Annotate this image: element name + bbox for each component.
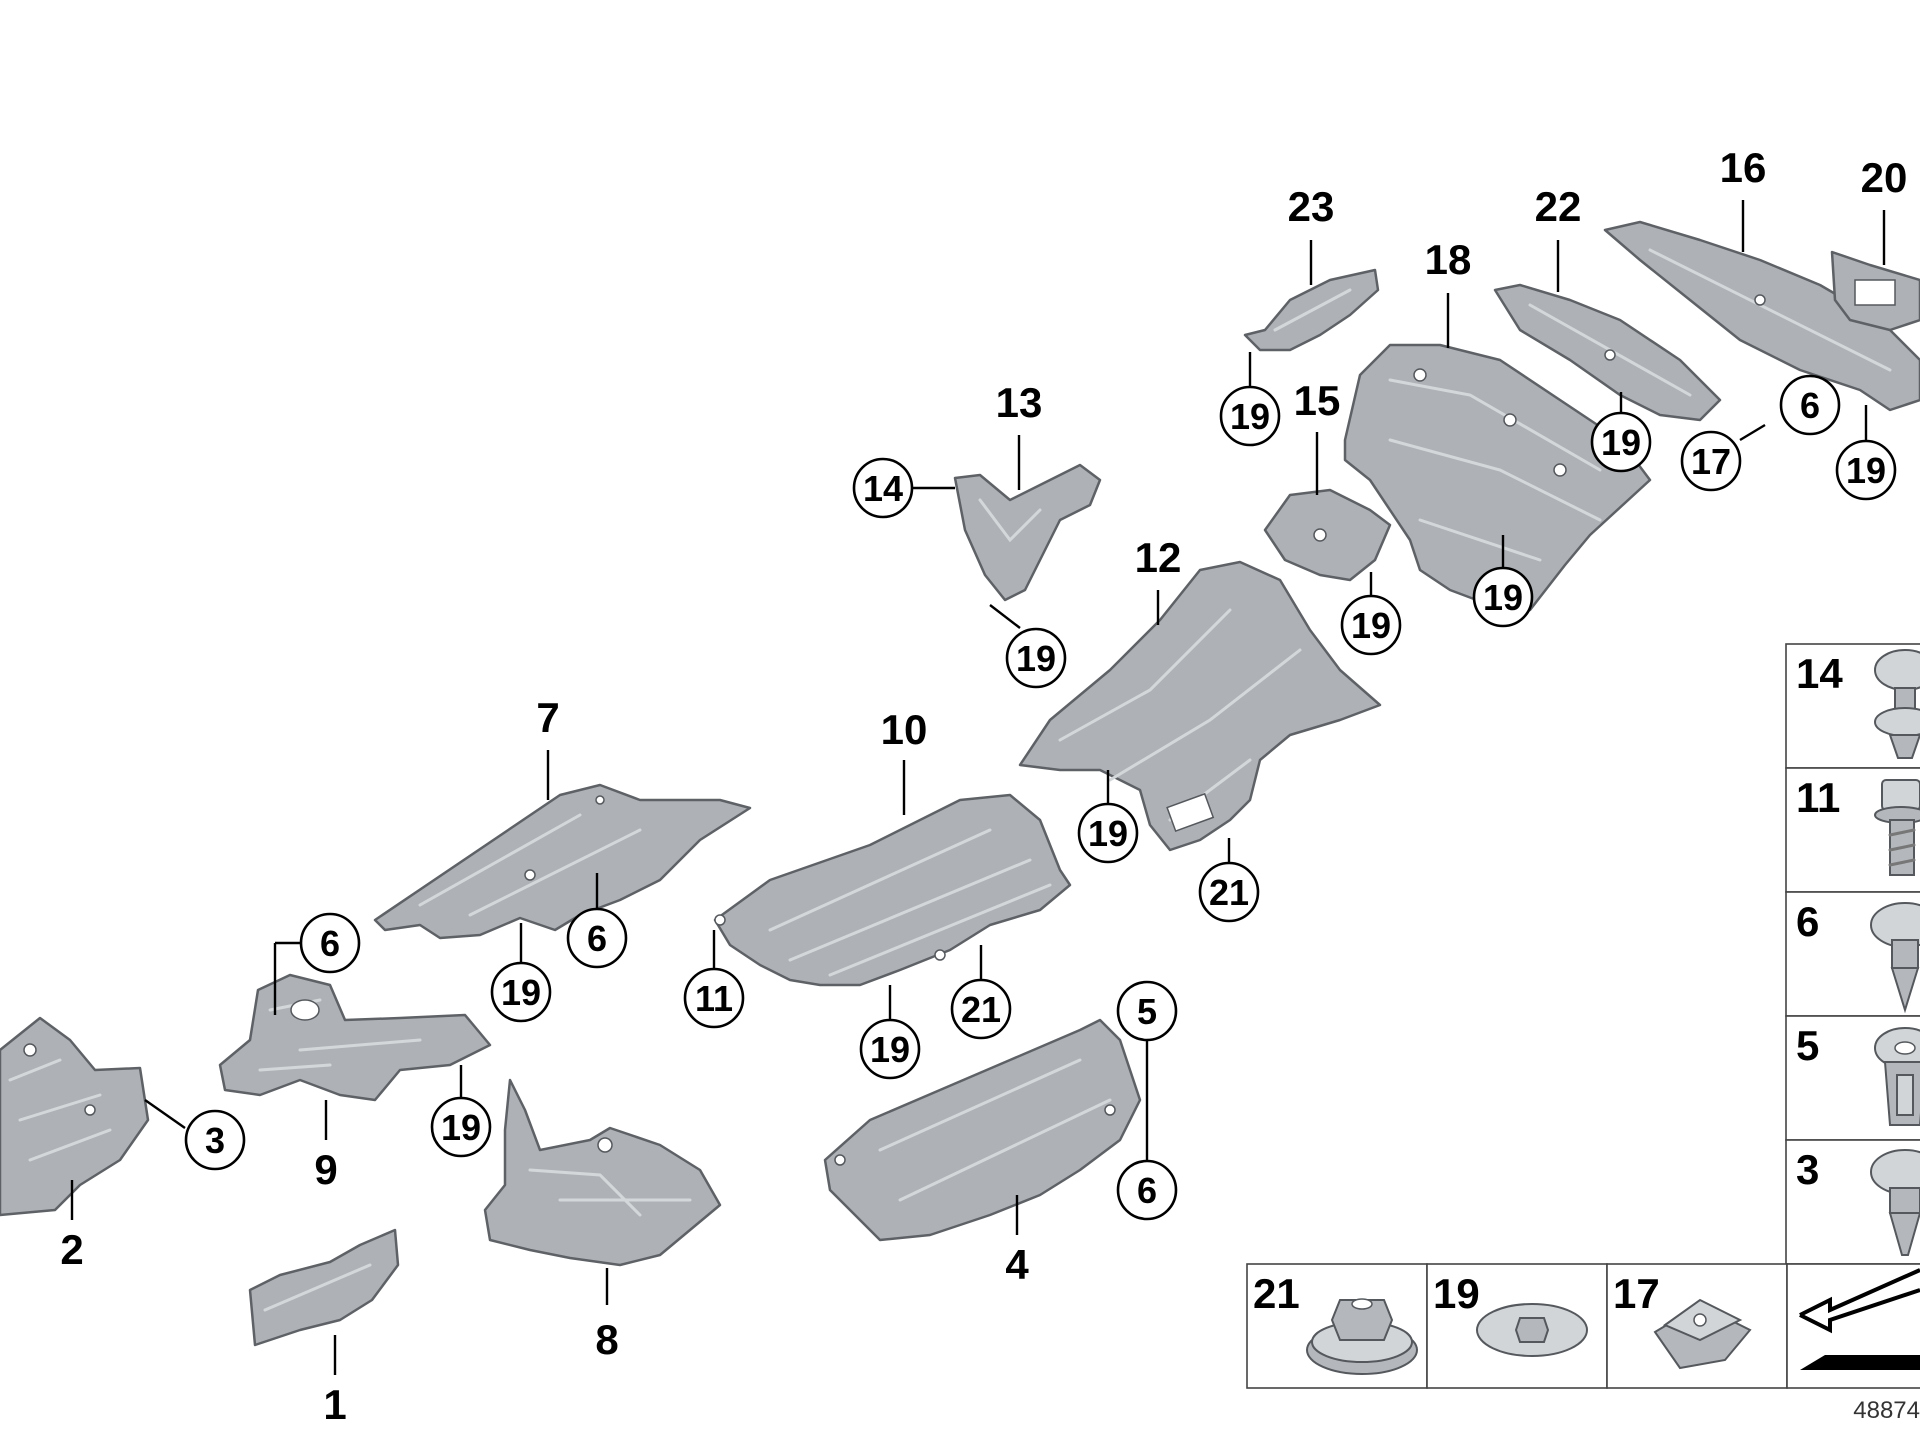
fastener-21-icon (1306, 1298, 1418, 1375)
part-label-1: 1 (323, 1381, 346, 1428)
part-4-heat-shield (823, 1018, 1142, 1242)
svg-text:6: 6 (320, 923, 340, 964)
fastener-label-11: 11 (1796, 774, 1840, 821)
fastener-table (1246, 643, 1920, 1389)
part-16-heat-shield (1603, 220, 1920, 412)
callout-19-14: 19 (1340, 594, 1402, 656)
part-13-heat-shield (953, 463, 1102, 602)
callout-19-15: 19 (1219, 385, 1281, 447)
callout-6-19: 6 (1779, 374, 1841, 436)
part-label-22: 22 (1535, 183, 1582, 230)
callout-21-7: 21 (950, 978, 1012, 1040)
callout-11-5: 11 (683, 967, 745, 1029)
part-7-heat-shield (373, 783, 752, 940)
callout-6-1: 6 (299, 912, 361, 974)
svg-text:3: 3 (205, 1120, 225, 1161)
fastener-17-icon (1653, 1298, 1752, 1370)
leader-lines (70, 200, 1886, 1375)
part-label-20: 20 (1861, 154, 1908, 201)
part-22-heat-shield (1493, 283, 1722, 422)
svg-text:11: 11 (695, 978, 733, 1019)
fastener-5-icon (1874, 1027, 1920, 1126)
part-label-12: 12 (1135, 534, 1182, 581)
svg-text:19: 19 (1483, 577, 1523, 618)
part-label-4: 4 (1005, 1241, 1029, 1288)
part-label-10: 10 (881, 706, 928, 753)
fastener-label-5: 5 (1796, 1022, 1819, 1069)
svg-text:19: 19 (1351, 605, 1391, 646)
part-1-heat-shield (248, 1228, 400, 1347)
svg-text:19: 19 (1016, 638, 1056, 679)
svg-text:19: 19 (870, 1029, 910, 1070)
fastener-label-3: 3 (1796, 1146, 1819, 1193)
svg-text:21: 21 (961, 989, 1001, 1030)
callout-21-13: 21 (1198, 861, 1260, 923)
svg-text:19: 19 (441, 1107, 481, 1148)
part-label-13: 13 (996, 379, 1043, 426)
callout-19-6: 19 (859, 1018, 921, 1080)
fastener-3-icon (1870, 1149, 1920, 1256)
callout-14-10: 14 (852, 457, 914, 519)
svg-text:19: 19 (1088, 813, 1128, 854)
callout-6-9: 6 (1116, 1159, 1178, 1221)
callout-6-2: 6 (566, 907, 628, 969)
callout-19-16: 19 (1472, 566, 1534, 628)
part-label-23: 23 (1288, 183, 1335, 230)
callout-17-18: 17 (1680, 430, 1742, 492)
part-label-8: 8 (595, 1316, 618, 1363)
fastener-14-icon (1874, 649, 1920, 759)
fastener-label-14: 14 (1796, 650, 1843, 697)
fastener-19-icon (1476, 1303, 1588, 1357)
part-label-15: 15 (1294, 377, 1341, 424)
callout-19-4: 19 (430, 1096, 492, 1158)
part-label-2: 2 (60, 1226, 83, 1273)
fastener-label-6: 6 (1796, 898, 1819, 945)
svg-text:5: 5 (1137, 991, 1157, 1032)
orientation-arrow-icon (1799, 1268, 1920, 1370)
svg-text:6: 6 (1800, 385, 1820, 426)
part-9-heat-shield (218, 973, 492, 1102)
fastener-6-icon (1870, 902, 1920, 1014)
fastener-11-icon (1874, 779, 1920, 876)
part-label-7: 7 (536, 694, 559, 741)
fastener-table-labels: 14 11 6 5 3 21 19 17 (1253, 650, 1843, 1317)
fastener-label-17: 17 (1613, 1270, 1660, 1317)
part-20-bracket (1830, 250, 1920, 332)
part-label-9: 9 (314, 1146, 337, 1193)
callout-19-3: 19 (490, 961, 552, 1023)
part-label-18: 18 (1425, 236, 1472, 283)
callout-5-8: 5 (1116, 980, 1178, 1042)
svg-text:19: 19 (1846, 450, 1886, 491)
svg-text:19: 19 (1230, 396, 1270, 437)
svg-text:21: 21 (1209, 872, 1249, 913)
svg-text:6: 6 (587, 918, 607, 959)
part-23-heat-shield (1243, 268, 1380, 352)
svg-text:17: 17 (1691, 441, 1731, 482)
callout-19-11: 19 (1005, 627, 1067, 689)
reference-number: 48874 (1853, 1397, 1920, 1424)
part-2-heat-shield (0, 1016, 150, 1217)
fastener-label-21: 21 (1253, 1270, 1300, 1317)
part-10-heat-shield (713, 793, 1072, 987)
part-15-heat-shield (1263, 488, 1392, 582)
part-label-16: 16 (1720, 144, 1767, 191)
part-18-heat-shield (1343, 343, 1652, 612)
fastener-label-19: 19 (1433, 1270, 1480, 1317)
part-12-heat-shield (1018, 560, 1382, 852)
callout-19-20: 19 (1835, 439, 1897, 501)
callout-19-17: 19 (1590, 411, 1652, 473)
callout-19-12: 19 (1077, 802, 1139, 864)
part-8-heat-shield (483, 1078, 722, 1267)
svg-text:19: 19 (501, 972, 541, 1013)
svg-text:19: 19 (1601, 422, 1641, 463)
callout-3-0: 3 (184, 1109, 246, 1171)
svg-text:14: 14 (863, 468, 903, 509)
svg-text:6: 6 (1137, 1170, 1157, 1211)
